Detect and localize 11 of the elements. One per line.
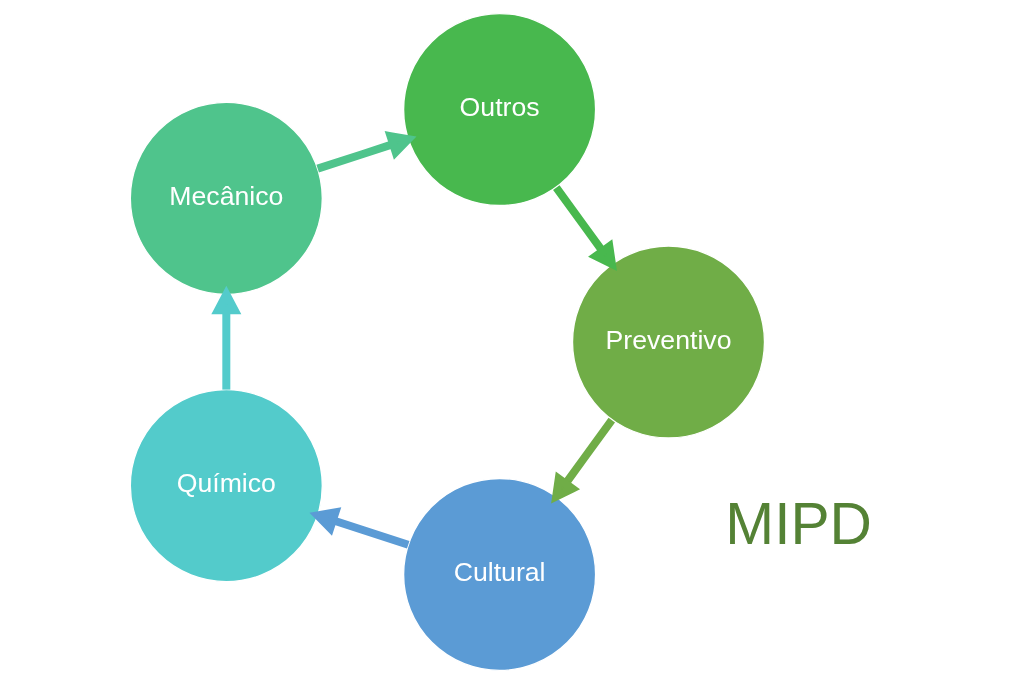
node-circle: Preventivo bbox=[571, 245, 765, 439]
label: MIPD bbox=[724, 490, 872, 556]
node-circle: Mecânico bbox=[129, 101, 323, 295]
arrow bbox=[550, 417, 615, 504]
node-circle: Cultural bbox=[402, 477, 596, 672]
node-circle: Outros bbox=[402, 12, 596, 207]
arrow bbox=[315, 131, 416, 173]
arrow bbox=[552, 185, 617, 272]
arrow bbox=[308, 507, 409, 549]
arrow bbox=[210, 285, 241, 390]
node-circle: Químico bbox=[129, 389, 323, 583]
